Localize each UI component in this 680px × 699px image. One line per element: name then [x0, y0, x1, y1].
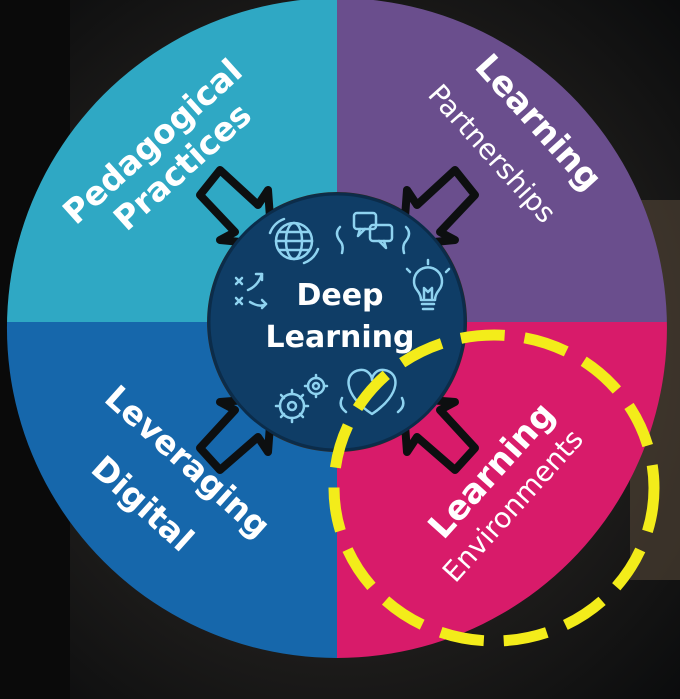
heart-icon	[339, 368, 405, 416]
lightbulb-icon	[405, 258, 451, 311]
strategy-play-icon	[234, 272, 268, 310]
highlight-circle	[328, 329, 660, 647]
gears-icon	[274, 373, 329, 424]
center-title-line2: Learning	[266, 320, 415, 355]
chat-bubbles-icon	[335, 211, 411, 255]
globe-icon	[268, 217, 320, 265]
center-circle	[209, 194, 465, 450]
center-title-line1: Deep	[296, 278, 383, 313]
